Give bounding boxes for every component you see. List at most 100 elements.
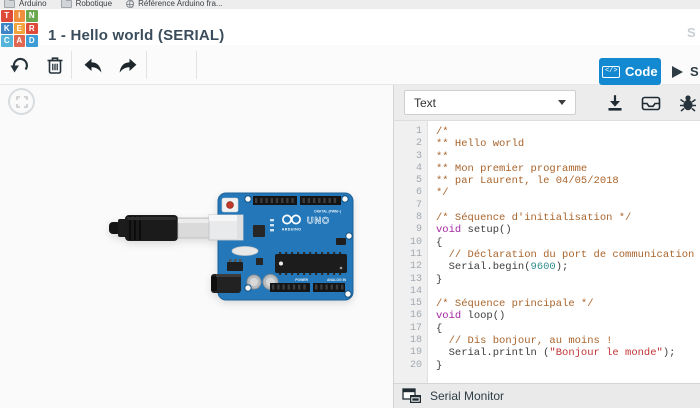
libraries-icon — [641, 96, 661, 110]
rotate-button[interactable] — [8, 53, 32, 77]
digital-pin-headers[interactable] — [253, 196, 341, 205]
line-number: 6 — [415, 187, 422, 199]
code-line[interactable]: } — [436, 359, 443, 372]
line-number: 15 — [409, 298, 422, 310]
line-number: 14 — [409, 285, 422, 297]
bookmark-item[interactable]: Référence Arduino fra... — [126, 0, 223, 8]
serial-monitor-label: Serial Monitor — [430, 389, 505, 403]
brand-label: ARDUINO — [282, 228, 302, 232]
debug-bug-icon — [680, 95, 696, 112]
code-line[interactable]: void loop() — [436, 310, 506, 323]
code-panel-toolbar: Text — [394, 85, 700, 121]
code-line[interactable]: /* Séquence principale */ — [436, 298, 594, 311]
code-line[interactable]: // Déclaration du port de communication — [448, 248, 695, 261]
logo-tile: D — [26, 35, 38, 47]
globe-icon — [126, 0, 135, 8]
logo-tile: A — [13, 35, 25, 47]
code-button-label: Code — [625, 64, 658, 79]
logo-tile: C — [1, 35, 13, 47]
power-analog-pin-headers[interactable] — [270, 283, 345, 292]
arduino-board[interactable]: DIGITAL (PWM~) ARDUINO UNO — [208, 192, 354, 301]
circuit-canvas[interactable]: DIGITAL (PWM~) ARDUINO UNO — [0, 85, 393, 408]
debug-button[interactable] — [677, 92, 699, 114]
bookmark-label: Arduino — [19, 0, 47, 8]
edit-mode-value: Text — [414, 95, 437, 110]
code-line[interactable] — [436, 200, 700, 212]
line-number: 10 — [409, 236, 422, 248]
serial-monitor-bar[interactable]: Serial Monitor — [394, 383, 700, 408]
toolbar-divider — [196, 51, 197, 79]
download-code-button[interactable] — [604, 92, 626, 114]
bookmark-label: Robotique — [75, 0, 113, 8]
code-line[interactable]: /* Séquence d'initialisation */ — [436, 212, 632, 225]
digital-label: DIGITAL (PWM~) — [314, 210, 341, 214]
code-line[interactable]: ** Mon premier programme — [436, 162, 588, 175]
code-line[interactable]: ** par Laurent, le 04/05/2018 — [436, 175, 619, 188]
line-number: 3 — [415, 150, 422, 162]
bookmark-item[interactable]: Arduino — [4, 0, 47, 8]
folder-icon — [60, 0, 72, 8]
model-label: UNO — [307, 216, 330, 226]
voltage-regulator[interactable] — [227, 259, 243, 271]
arduino-uno[interactable]: DIGITAL (PWM~) ARDUINO UNO — [108, 188, 358, 310]
redo-button[interactable] — [116, 54, 140, 78]
start-button-label: S — [690, 64, 699, 79]
code-line[interactable]: ** Hello world — [436, 138, 525, 151]
power-jack[interactable] — [211, 274, 241, 293]
folder-icon — [4, 0, 15, 8]
code-brackets-icon: </> — [602, 65, 621, 78]
code-line[interactable]: Serial.println ("Bonjour le monde"); — [436, 347, 676, 360]
small-ic — [256, 258, 263, 265]
line-number: 9 — [415, 224, 422, 236]
line-number: 8 — [415, 212, 422, 224]
header-right-hint: S — [687, 25, 696, 40]
analog-label: ANALOG IN — [327, 278, 347, 282]
code-button[interactable]: </> Code — [599, 58, 661, 85]
toolbar-divider — [71, 51, 72, 79]
usb-interface-chip[interactable] — [253, 225, 265, 237]
line-number: 5 — [415, 175, 422, 187]
line-number: 19 — [409, 347, 422, 359]
line-number: 4 — [415, 162, 422, 174]
logo-tile: N — [26, 10, 38, 22]
zoom-to-fit-button[interactable] — [8, 88, 35, 115]
code-line[interactable]: /* — [436, 126, 449, 138]
bookmark-item[interactable]: Robotique — [60, 0, 113, 8]
code-line[interactable]: { — [436, 236, 443, 249]
download-icon — [608, 95, 622, 111]
undo-button[interactable] — [81, 54, 105, 78]
atmega-chip[interactable] — [275, 252, 347, 275]
zoom-to-fit-icon — [15, 95, 28, 108]
usb-connector[interactable] — [208, 214, 244, 241]
logo-tile: R — [26, 22, 38, 34]
start-simulation-button[interactable]: S — [672, 58, 699, 85]
code-lines[interactable]: /*** Hello world**** Mon premier program… — [428, 121, 700, 383]
line-number: 12 — [409, 261, 422, 273]
code-line[interactable]: { — [436, 322, 443, 335]
code-line[interactable]: // Dis bonjour, au moins ! — [448, 335, 613, 348]
code-line[interactable]: } — [436, 273, 443, 286]
delete-button[interactable] — [43, 53, 67, 77]
code-line[interactable]: void setup() — [436, 224, 512, 237]
code-line[interactable]: ** — [436, 150, 449, 163]
libraries-button[interactable] — [640, 92, 662, 114]
rotate-icon — [10, 57, 28, 73]
chevron-down-icon — [558, 100, 566, 105]
logo-tile: I — [13, 10, 25, 22]
usb-cable[interactable] — [109, 215, 211, 241]
code-line[interactable]: */ — [436, 187, 449, 200]
code-line[interactable]: Serial.begin(9600); — [436, 261, 569, 274]
code-line[interactable] — [436, 286, 700, 298]
line-number: 16 — [409, 310, 422, 322]
edit-mode-select[interactable]: Text — [404, 90, 576, 115]
trash-icon — [47, 56, 63, 74]
crystal-oscillator[interactable] — [231, 246, 259, 256]
line-number: 17 — [409, 322, 422, 334]
redo-icon — [119, 58, 137, 73]
logo-tile: T — [1, 10, 13, 22]
mounting-holes — [244, 195, 353, 298]
reset-button[interactable] — [221, 197, 239, 213]
bookmark-label: Référence Arduino fra... — [138, 0, 223, 8]
